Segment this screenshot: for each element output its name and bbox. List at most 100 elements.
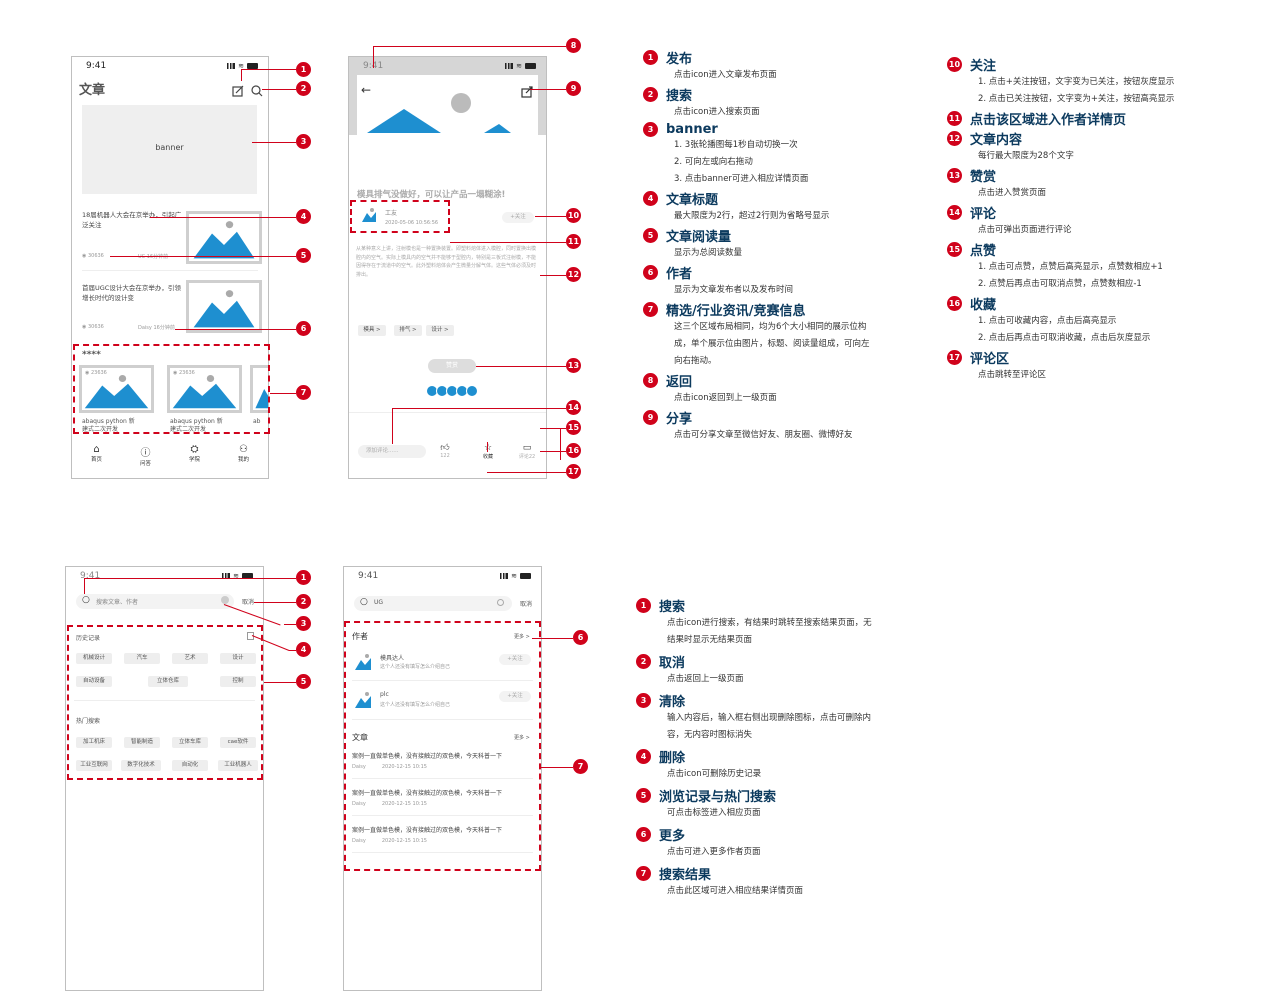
annotation-number: 4 [636,749,651,764]
clear-icon[interactable] [497,599,504,606]
more-authors-link[interactable]: 更多 > [514,634,530,640]
annotation-desc: 点击可进入更多作者页面 [667,847,761,857]
annotation-title: 删除 [659,751,686,766]
like-button[interactable]: 👍︎122 [437,443,453,459]
search-input[interactable]: UG [374,599,384,606]
marker-10: 10 [566,208,581,223]
reward-button[interactable]: 赞赏 [428,359,476,373]
clear-icon[interactable] [221,596,229,604]
history-title: 历史记录 [76,635,101,642]
tag-design[interactable]: 设计 > [426,325,454,336]
annotation-item: 4 删除点击icon可删除历史记录 [636,747,936,783]
status-bar: 9:41 ≋ [66,567,263,585]
marker-16: 16 [566,443,581,458]
divider [352,778,533,779]
card-title[interactable]: ab [253,418,261,425]
history-tag[interactable]: 立体仓库 [148,676,188,687]
annotation-number: 5 [636,788,651,803]
author-avatar [361,207,377,223]
follow-button[interactable]: +关注 [499,654,531,665]
card-title[interactable]: abaqus python 新建式二次开发 [170,418,223,433]
article-thumbnail [186,211,262,264]
marker-8: 8 [566,38,581,53]
home-icon: ⌂ [93,444,100,455]
search-bar[interactable]: ○ UG [354,596,512,611]
tab-home[interactable]: ⌂首页 [90,444,102,463]
hot-tag[interactable]: 数字化技术 [121,760,161,771]
tag-vent[interactable]: 排气 > [394,325,422,336]
article-title[interactable]: 首届UGC设计大会在京举办，引领增长时代的设计变 [82,284,181,302]
marker-1: 1 [296,62,311,77]
hot-tag[interactable]: cae软件 [220,737,256,748]
comments-button[interactable]: ▭评论22 [515,443,539,460]
hot-tag[interactable]: 智能制造 [124,737,160,748]
tab-academy[interactable]: ⛭学院 [188,444,200,463]
cancel-button[interactable]: 取消 [520,601,533,608]
wifi-icon: ≋ [516,62,522,70]
history-tag[interactable]: 汽车 [124,653,160,664]
tag-mold[interactable]: 模具 > [358,325,386,336]
signal-icon [227,63,236,69]
history-tag[interactable]: 机械设计 [76,653,112,664]
author-name: 工友 [385,210,398,217]
search-bar[interactable]: ○ 搜索文章、作者 [76,594,234,609]
hot-tag[interactable]: 工业机器人 [218,760,258,771]
follow-button[interactable]: +关注 [502,212,534,223]
history-tag[interactable]: 自动设备 [76,676,112,687]
cancel-button[interactable]: 取消 [242,599,255,606]
eye-icon: ◉ [82,324,88,330]
search-input[interactable]: 搜索文章、作者 [96,599,139,606]
comment-icon: ▭ [522,443,532,453]
card-thumbnail[interactable]: ◉ 23636 [79,365,154,413]
history-tag[interactable]: 艺术 [172,653,208,664]
history-tag[interactable]: 设计 [220,653,256,664]
annotation-desc: 2. 点击后再点击可取消收藏，点击后灰度显示 [978,333,1151,343]
article-title[interactable]: 18届机器人大会在京举办，引起广泛关注 [82,211,182,229]
marker-13: 13 [566,358,581,373]
hot-tag[interactable]: 立体车库 [172,737,208,748]
reward-avatars[interactable] [426,385,478,397]
hot-tag[interactable]: 加工机床 [76,737,112,748]
result-title: 案例一直做单色模，没有接触过的双色模，今天科普一下 [352,753,503,760]
more-articles-link[interactable]: 更多 > [514,735,530,741]
history-tag[interactable]: 控制 [220,676,256,687]
graduation-cap-icon: ⛭ [190,444,199,455]
annotation-title: 搜索 [666,89,693,104]
annotation-desc: 点击进入赞赏页面 [978,188,1047,198]
card-title[interactable]: abaqus python 新建式二次开发 [82,418,135,433]
author-name[interactable]: 模具达人 [380,655,405,662]
annotation-title: 文章阅读量 [666,230,732,245]
author-name[interactable]: plc [380,691,389,698]
annotation-desc: 最大限度为2行，超过2行则为省略号显示 [674,211,830,221]
favorite-button[interactable]: ☆收藏 [480,443,496,460]
comment-input[interactable]: 添加评论...... [358,445,426,458]
annotation-desc: 点击icon可删除历史记录 [667,769,762,779]
hot-tag[interactable]: 工业互联网 [76,760,112,771]
card-thumbnail[interactable] [250,365,268,413]
edit-icon[interactable] [232,82,244,97]
back-icon[interactable]: ← [361,83,372,97]
banner[interactable]: banner [82,105,257,194]
hot-tag[interactable]: 自动化 [172,760,208,771]
card-thumbnail[interactable]: ◉ 23636 [167,365,242,413]
follow-button[interactable]: +关注 [499,691,531,702]
tab-profile[interactable]: ⚇我的 [237,444,249,463]
signal-icon [222,573,231,579]
search-icon[interactable] [251,82,263,97]
annotation-desc: 显示为总阅读数量 [674,248,743,258]
